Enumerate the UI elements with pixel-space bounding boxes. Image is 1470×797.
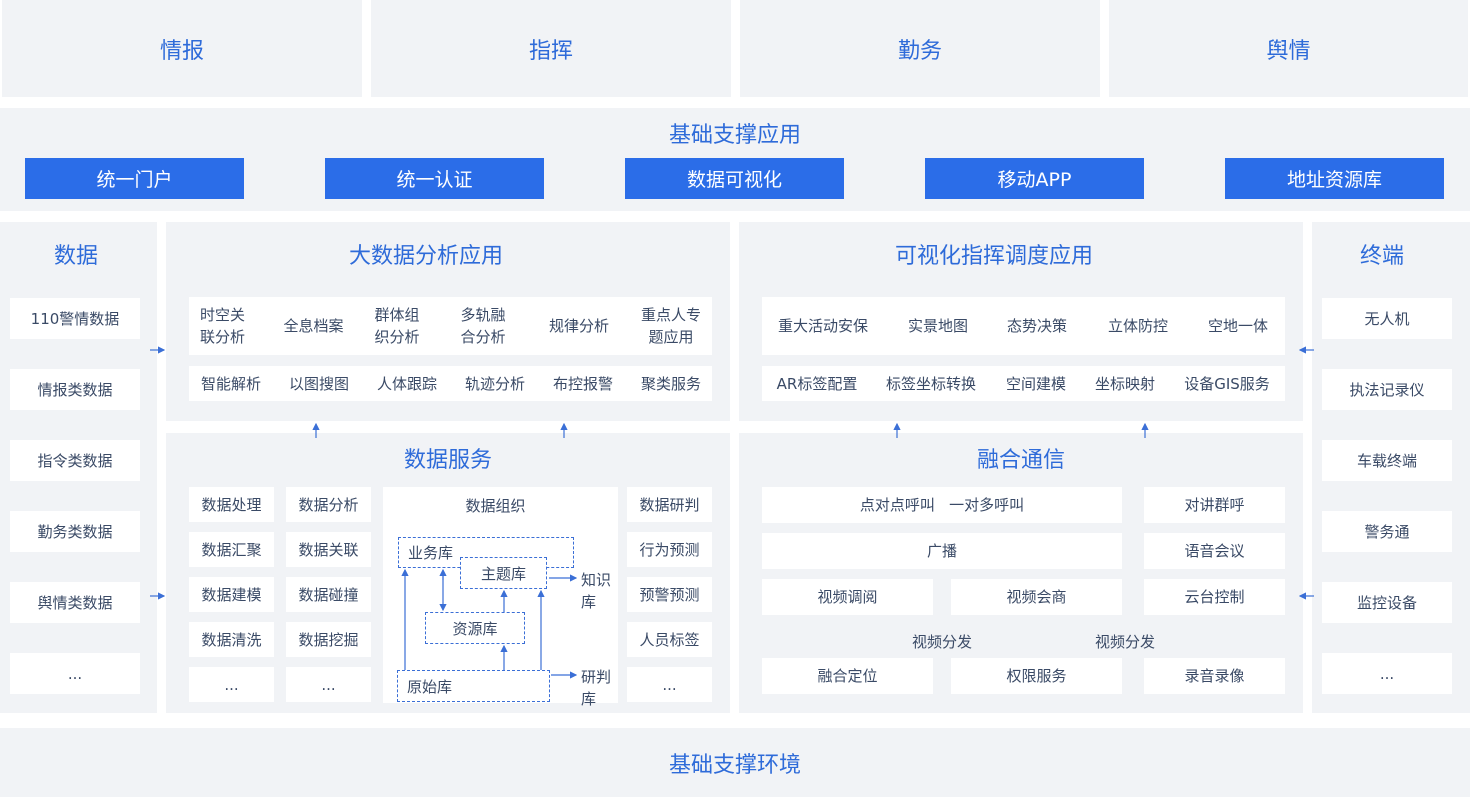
video-view-item[interactable]: 视频调阅 bbox=[762, 579, 933, 615]
unified-auth-button[interactable]: 统一认证 bbox=[325, 158, 544, 199]
analysis-item[interactable]: 重点人专 题应用 bbox=[640, 306, 701, 346]
tab-label: 勤务 bbox=[897, 38, 942, 64]
call-item[interactable]: 点对点呼叫 一对多呼叫 bbox=[762, 487, 1122, 523]
terminal-item[interactable]: ... bbox=[1322, 653, 1452, 694]
knowledge-db[interactable]: 知识 库 bbox=[581, 571, 612, 611]
data-service-title: 数据服务 bbox=[403, 448, 492, 473]
audio-video-record-item[interactable]: 录音录像 bbox=[1144, 658, 1285, 694]
service-item[interactable]: ... bbox=[627, 667, 712, 702]
tab-duty[interactable]: 勤务 bbox=[740, 0, 1100, 97]
command-item[interactable]: 空地一体 bbox=[1207, 317, 1268, 335]
command-item[interactable]: 标签坐标转换 bbox=[885, 374, 976, 393]
data-item[interactable]: ... bbox=[10, 653, 140, 694]
fusion-comm-title: 融合通信 bbox=[976, 448, 1065, 473]
service-item[interactable]: 数据汇聚 bbox=[189, 532, 274, 567]
resource-db[interactable]: 资源库 bbox=[425, 612, 525, 644]
data-item[interactable]: 舆情类数据 bbox=[10, 582, 140, 623]
permission-service-item[interactable]: 权限服务 bbox=[951, 658, 1122, 694]
mobile-app-button[interactable]: 移动APP bbox=[925, 158, 1144, 199]
tab-command[interactable]: 指挥 bbox=[371, 0, 731, 97]
service-item[interactable]: 数据研判 bbox=[627, 487, 712, 522]
service-item[interactable]: 数据清洗 bbox=[189, 622, 274, 657]
terminal-item[interactable]: 警务通 bbox=[1322, 511, 1452, 552]
analysis-item[interactable]: 多轨融 合分析 bbox=[460, 306, 506, 346]
terminal-item[interactable]: 无人机 bbox=[1322, 298, 1452, 339]
theme-db[interactable]: 主题库 bbox=[460, 557, 547, 589]
voice-conference-item[interactable]: 语音会议 bbox=[1144, 533, 1285, 569]
visual-command-row2 bbox=[762, 366, 1285, 401]
service-item[interactable]: ... bbox=[286, 667, 371, 702]
tab-label: 舆情 bbox=[1266, 38, 1311, 64]
intercom-item[interactable]: 对讲群呼 bbox=[1144, 487, 1285, 523]
base-environment-label: 基础支撑环境 bbox=[668, 752, 801, 778]
video-distribution-label: 视频分发 bbox=[911, 632, 972, 651]
command-item[interactable]: 重大活动安保 bbox=[777, 317, 868, 335]
analysis-item[interactable]: 聚类服务 bbox=[640, 374, 701, 393]
analysis-item[interactable]: 以图搜图 bbox=[288, 374, 349, 393]
command-item[interactable]: 设备GIS服务 bbox=[1184, 374, 1270, 393]
video-distribution-label: 视频分发 bbox=[1094, 632, 1155, 651]
big-data-row2 bbox=[189, 366, 712, 401]
service-item[interactable]: ... bbox=[189, 667, 274, 702]
tab-intelligence[interactable]: 情报 bbox=[2, 0, 362, 97]
raw-db[interactable]: 原始库 bbox=[397, 670, 550, 702]
service-item[interactable]: 数据建模 bbox=[189, 577, 274, 612]
command-item[interactable]: 实景地图 bbox=[907, 317, 968, 335]
service-item[interactable]: 预警预测 bbox=[627, 577, 712, 612]
command-item[interactable]: 空间建模 bbox=[1005, 374, 1066, 393]
analysis-item[interactable]: 智能解析 bbox=[200, 374, 261, 393]
analysis-item[interactable]: 规律分析 bbox=[548, 317, 609, 335]
base-environment: 基础支撑环境 bbox=[0, 728, 1470, 797]
analysis-item[interactable]: 人体跟踪 bbox=[376, 374, 437, 393]
terminal-title: 终端 bbox=[1359, 244, 1404, 269]
tab-label: 情报 bbox=[159, 38, 204, 64]
big-data-title: 大数据分析应用 bbox=[348, 244, 503, 269]
data-item[interactable]: 指令类数据 bbox=[10, 440, 140, 481]
data-item[interactable]: 勤务类数据 bbox=[10, 511, 140, 552]
address-resource-button[interactable]: 地址资源库 bbox=[1225, 158, 1444, 199]
command-item[interactable]: 立体防控 bbox=[1107, 317, 1168, 335]
service-item[interactable]: 数据处理 bbox=[189, 487, 274, 522]
command-item[interactable]: AR标签配置 bbox=[776, 374, 858, 393]
broadcast-item[interactable]: 广播 bbox=[762, 533, 1122, 569]
visual-command-title: 可视化指挥调度应用 bbox=[894, 244, 1093, 269]
command-item[interactable]: 态势决策 bbox=[1006, 317, 1067, 335]
service-item[interactable]: 数据关联 bbox=[286, 532, 371, 567]
big-data-row1 bbox=[189, 297, 712, 355]
analysis-item[interactable]: 全息档案 bbox=[283, 317, 344, 335]
data-organization-title: 数据组织 bbox=[465, 496, 526, 515]
video-consult-item[interactable]: 视频会商 bbox=[951, 579, 1122, 615]
data-item[interactable]: 110警情数据 bbox=[10, 298, 140, 339]
service-item[interactable]: 数据挖掘 bbox=[286, 622, 371, 657]
command-item[interactable]: 坐标映射 bbox=[1094, 374, 1155, 393]
tab-public-opinion[interactable]: 舆情 bbox=[1109, 0, 1468, 97]
analysis-item[interactable]: 群体组 织分析 bbox=[374, 306, 420, 346]
ptz-control-item[interactable]: 云台控制 bbox=[1144, 579, 1285, 615]
analysis-item[interactable]: 轨迹分析 bbox=[464, 374, 525, 393]
service-item[interactable]: 行为预测 bbox=[627, 532, 712, 567]
analysis-item[interactable]: 时空关 联分析 bbox=[199, 306, 245, 346]
terminal-item[interactable]: 执法记录仪 bbox=[1322, 369, 1452, 410]
service-item[interactable]: 数据分析 bbox=[286, 487, 371, 522]
data-item[interactable]: 情报类数据 bbox=[10, 369, 140, 410]
judgement-db[interactable]: 研判 库 bbox=[581, 668, 612, 708]
service-item[interactable]: 人员标签 bbox=[627, 622, 712, 657]
visual-command-row1 bbox=[762, 297, 1285, 355]
unified-portal-button[interactable]: 统一门户 bbox=[25, 158, 244, 199]
service-item[interactable]: 数据碰撞 bbox=[286, 577, 371, 612]
foundation-app-title: 基础支撑应用 bbox=[668, 123, 801, 148]
data-column-title: 数据 bbox=[53, 244, 98, 269]
analysis-item[interactable]: 布控报警 bbox=[552, 374, 613, 393]
tab-label: 指挥 bbox=[528, 38, 573, 64]
fusion-location-item[interactable]: 融合定位 bbox=[762, 658, 933, 694]
data-visualization-button[interactable]: 数据可视化 bbox=[625, 158, 844, 199]
terminal-item[interactable]: 监控设备 bbox=[1322, 582, 1452, 623]
terminal-item[interactable]: 车载终端 bbox=[1322, 440, 1452, 481]
